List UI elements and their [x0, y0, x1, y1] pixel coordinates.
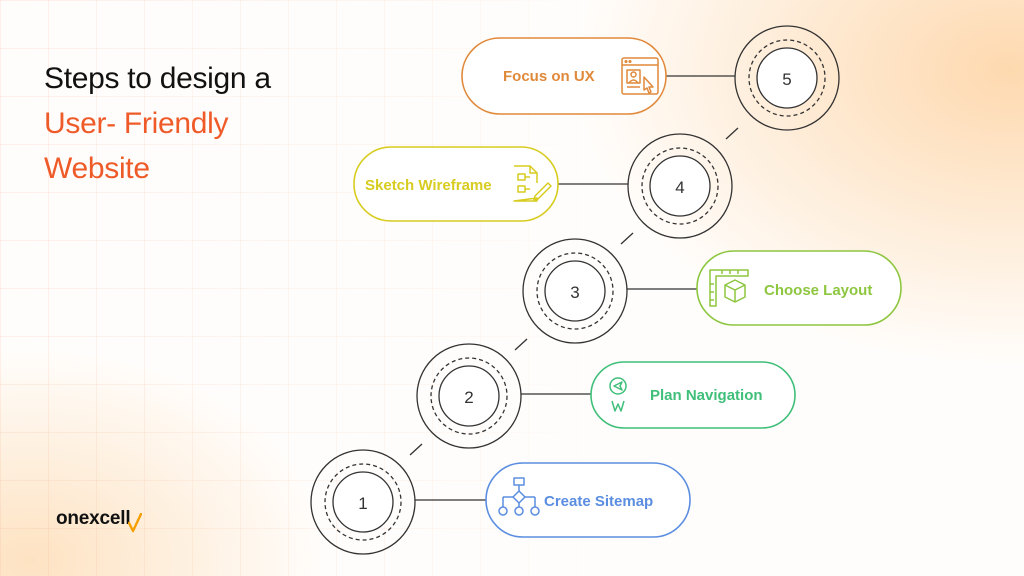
sitemap-icon	[498, 477, 540, 516]
step-5-number: 5	[782, 70, 791, 89]
page-title: Steps to design a User- Friendly Website	[44, 56, 271, 191]
link-4-5	[725, 127, 739, 140]
step-2: 2 Plan Navigation	[416, 343, 796, 449]
step-1: 1 Create Sitemap	[310, 449, 691, 555]
step-3-outer-ring	[522, 238, 628, 344]
step-5-outer-ring	[734, 25, 840, 131]
step-3-dashed-ring	[536, 252, 614, 330]
step-1-dashed-ring	[324, 463, 402, 541]
link-1-2	[409, 443, 423, 456]
layout-ruler-icon	[709, 269, 749, 307]
ux-click-icon	[621, 57, 659, 95]
step-2-outer-ring	[416, 343, 522, 449]
step-3-inner-circle	[544, 260, 606, 322]
step-4-label: Sketch Wireframe	[365, 177, 492, 194]
step-4-dashed-ring	[641, 147, 719, 225]
step-2-dashed-ring	[430, 357, 508, 435]
step-4-outer-ring	[627, 133, 733, 239]
step-4-inner-circle	[649, 155, 711, 217]
step-2-number: 2	[464, 388, 473, 407]
compass-icon	[609, 377, 627, 412]
step-5-label: Focus on UX	[503, 68, 595, 85]
link-2-3	[514, 338, 528, 351]
brand-logo: onexcell	[56, 508, 143, 533]
step-5: 5 Focus on UX	[461, 25, 840, 131]
step-1-label: Create Sitemap	[544, 493, 653, 510]
title-line-3: Website	[44, 152, 150, 185]
step-5-dashed-ring	[748, 39, 826, 117]
step-3-label: Choose Layout	[764, 282, 872, 299]
link-3-4	[620, 232, 634, 245]
step-1-outer-ring	[310, 449, 416, 555]
step-3: 3 Choose Layout	[522, 238, 902, 344]
step-4: 4 Sketch Wireframe	[353, 133, 733, 239]
step-3-number: 3	[570, 283, 579, 302]
step-2-pill	[590, 361, 796, 429]
logo-check-icon	[128, 513, 143, 533]
step-1-number: 1	[358, 494, 367, 513]
title-line-1: Steps to design a	[44, 62, 271, 95]
logo-text: onexcell	[56, 508, 131, 529]
step-5-inner-circle	[756, 47, 818, 109]
step-1-pill	[485, 462, 691, 538]
step-2-label: Plan Navigation	[650, 387, 763, 404]
wireframe-pencil-icon	[513, 165, 552, 202]
step-4-number: 4	[675, 178, 684, 197]
step-2-inner-circle	[438, 365, 500, 427]
step-1-inner-circle	[332, 471, 394, 533]
step-4-pill	[353, 146, 559, 222]
step-5-pill	[461, 37, 667, 115]
title-line-2: User- Friendly	[44, 107, 229, 140]
